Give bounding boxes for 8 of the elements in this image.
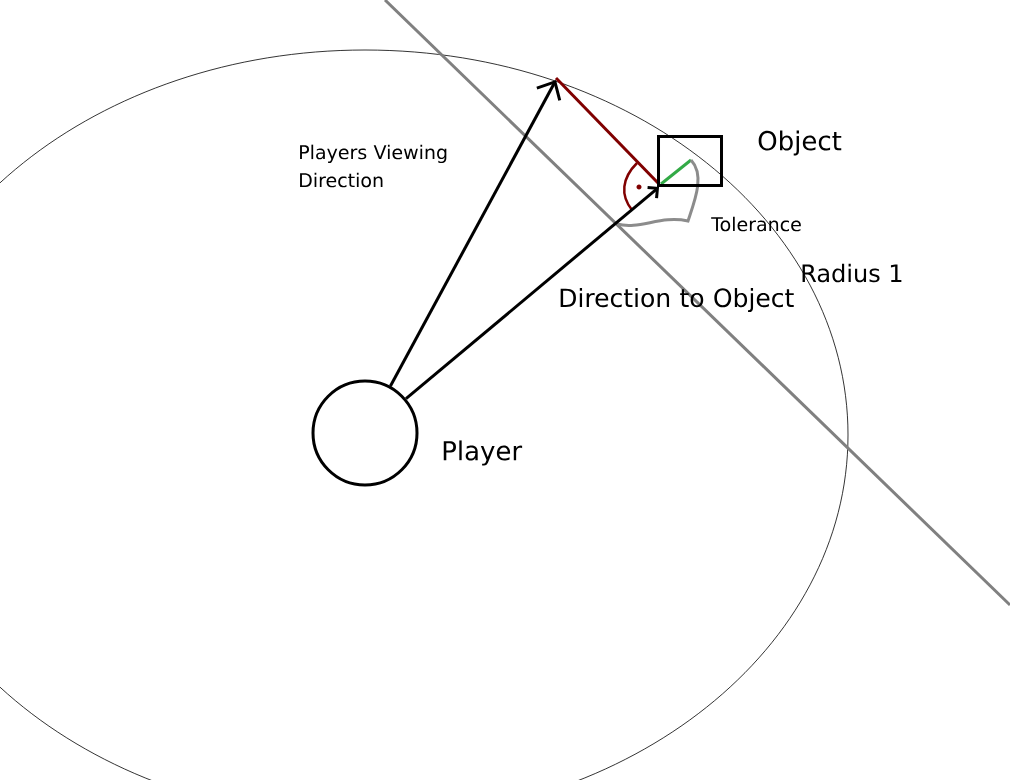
text-label: Radius 1: [802, 263, 902, 283]
node-label: Object: [758, 130, 842, 156]
arrow: [389, 80, 562, 387]
text-label: Tolerance: [711, 216, 801, 232]
arrow: [405, 186, 660, 400]
edge-label: Players Viewing Direction: [300, 144, 447, 188]
edge-label: Direction to Object: [560, 287, 794, 313]
node-label: Player: [443, 440, 523, 466]
